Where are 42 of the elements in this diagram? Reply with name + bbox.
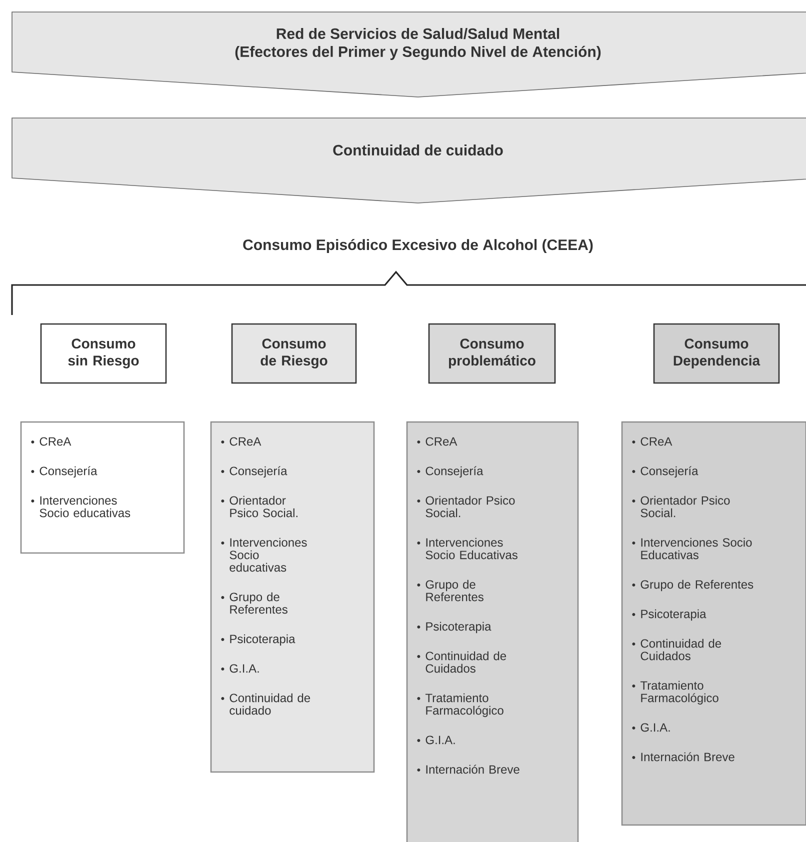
list-item: Psicoterapia [417, 622, 492, 634]
list-item: Continuidad de Cuidados [417, 651, 506, 673]
list-item: Intervenciones Socio Educativas [417, 538, 518, 560]
list-item: Orientador Psico Social. [632, 496, 730, 518]
list-item: Grupo de Referentes [417, 580, 484, 602]
list-item: Intervenciones Socio educativas [221, 538, 307, 572]
list-item: CReA [417, 437, 458, 446]
list-item: Internación Breve [632, 752, 734, 762]
list-item: Consejería [31, 466, 98, 478]
list-item: Grupo de Referentes [221, 592, 288, 614]
category-box: Consumo Dependencia [653, 323, 780, 384]
list-item: Psicoterapia [221, 634, 296, 646]
list-item: Continuidad de cuidado [221, 693, 310, 715]
list-item: Continuidad de Cuidados [632, 638, 722, 660]
list-item: Grupo de Referentes [632, 580, 754, 592]
list-item: Psicoterapia [632, 609, 706, 621]
list-box [210, 421, 375, 773]
category-box: Consumo problemático [428, 323, 556, 384]
list-item: Consejería [417, 466, 484, 478]
list-item: Internación Breve [417, 764, 520, 774]
list-item: Tratamiento Farmacológico [417, 693, 504, 718]
chevron-band: Red de Servicios de Salud/Salud Mental (Efectores del Primer y Segundo Nivel de Atención) [12, 12, 806, 98]
list-item: Orientador Psico Social. [417, 496, 515, 518]
list-item: Intervenciones Socio educativas [31, 496, 130, 518]
list-item: G.I.A. [417, 736, 455, 744]
list-item: CReA [632, 437, 672, 446]
list-item: G.I.A. [632, 723, 670, 732]
list-item: CReA [31, 437, 72, 446]
category-box: Consumo sin Riesgo [40, 323, 167, 384]
list-box [20, 421, 185, 554]
list-item: G.I.A. [221, 664, 259, 673]
category-box: Consumo de Riesgo [231, 323, 357, 384]
section-heading: Consumo Episódico Excesivo de Alcohol (CEEA) [243, 238, 593, 254]
list-item: Consejería [632, 466, 698, 478]
list-box [406, 421, 579, 842]
list-item: CReA [221, 437, 262, 446]
list-item: Intervenciones Socio Educativas [632, 538, 752, 560]
list-item: Orientador Psico Social. [221, 496, 298, 518]
chevron-band: Continuidad de cuidado [12, 118, 806, 204]
list-item: Consejería [221, 466, 288, 478]
list-box [621, 421, 806, 826]
list-item: Tratamiento Farmacológico [632, 680, 718, 705]
